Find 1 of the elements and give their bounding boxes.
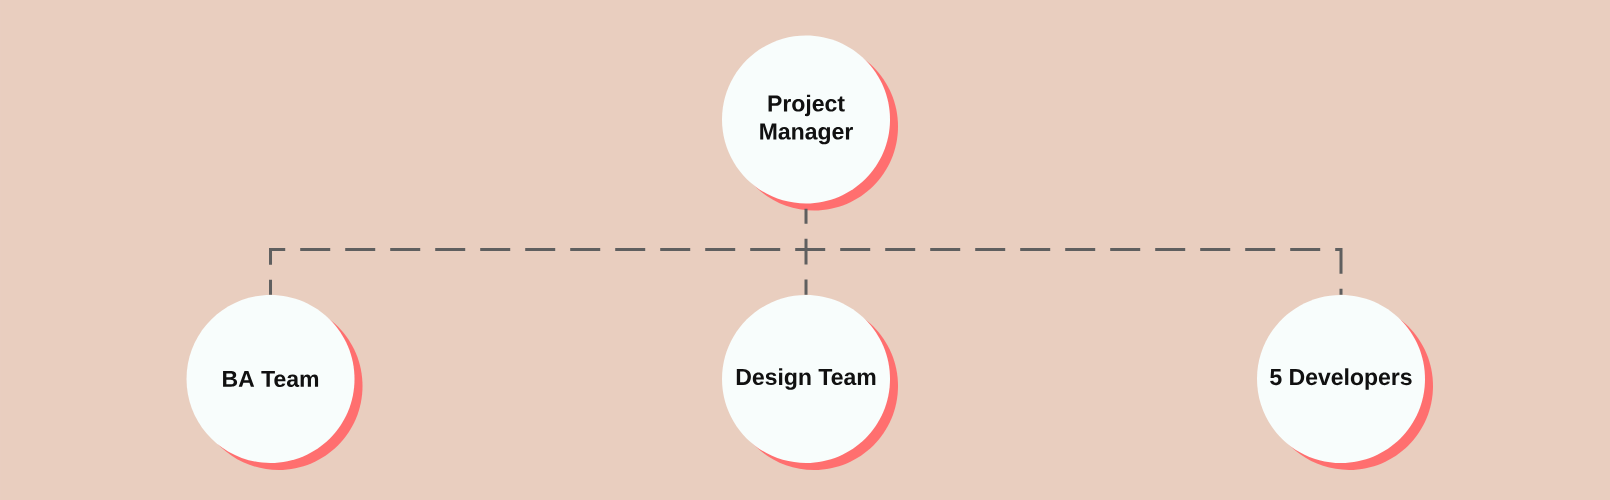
- connector-line: [269, 207, 1343, 297]
